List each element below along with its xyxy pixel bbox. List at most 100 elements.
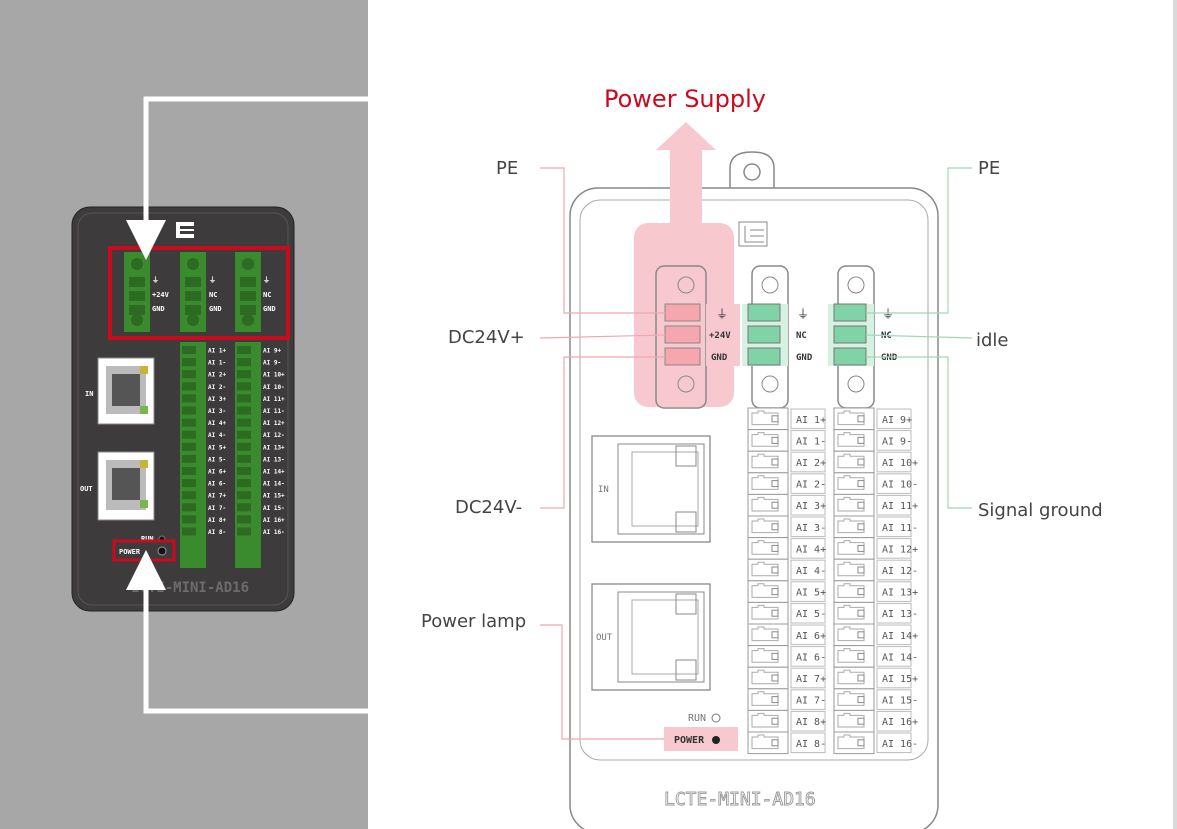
photo-arrow-top [126,96,368,260]
label-port-in: IN [598,485,609,495]
photo-left-ch-label-7: AI 4+ [208,420,226,427]
ai-right-socket-14 [833,688,875,711]
ai-left-socket-1 [747,407,789,431]
callout-dc24v-plus: DC24V+ [448,327,525,348]
ai-right-socket-7 [833,537,875,560]
ai-terminal-block-left: AI 1+AI 1-AI 2+AI 2-AI 3+AI 3-AI 4+AI 4-… [747,407,826,755]
photo-right-ch-label-8: AI 12- [263,432,285,439]
photo-right-ch-label-12: AI 14- [263,481,285,488]
photo-label-run: RUN [141,535,154,543]
ai-right-label-12: AI 14- [882,652,918,663]
ai-left-label-15: AI 8+ [796,717,826,728]
ai-left-label-16: AI 8- [796,739,826,750]
ai-left-label-6: AI 3- [796,523,826,534]
ai-left-socket-4 [747,472,789,495]
photo-right-ch-label-5: AI 11+ [263,396,285,403]
ai-left-label-3: AI 2+ [796,458,826,469]
photo-right-ch-label-15: AI 16+ [263,517,285,524]
ai-right-socket-1 [833,407,875,431]
diagram-title: Power Supply [604,85,766,113]
ai-right-socket-8 [833,558,875,582]
photo-right-ch-label-6: AI 11- [263,408,285,415]
scrollbar-track[interactable] [1173,0,1177,829]
photo-left-ch-label-3: AI 2+ [208,372,226,379]
ai-left-label-11: AI 6+ [796,631,826,642]
ai-right-socket-15 [833,709,875,733]
photo-left-ch-label-1: AI 1+ [208,348,226,355]
ai-right-label-4: AI 10- [882,480,918,491]
photo-left-ch-label-8: AI 4- [208,432,226,439]
svg-text:⏚: ⏚ [797,307,809,321]
svg-text:⏚: ⏚ [209,276,216,284]
photo-highlight-terminals [108,246,290,340]
photo-right-ch-label-1: AI 9+ [263,348,281,355]
ethernet-port-out: OUT [591,583,711,691]
photo-left-ch-label-15: AI 8+ [208,517,226,524]
svg-text:⏚: ⏚ [882,307,894,321]
ai-left-socket-14 [747,688,789,711]
ai-right-socket-6 [833,515,875,539]
ai-right-socket-11 [833,623,875,647]
ai-left-socket-3 [747,450,789,474]
photo-left-ch-label-12: AI 6- [208,481,226,488]
label-run: RUN [688,713,706,724]
callout-dc24v-minus: DC24V- [455,497,522,518]
label-gnd-1: GND [796,353,813,363]
photo-label-out: OUT [80,485,93,493]
svg-text:⏚: ⏚ [152,276,159,284]
label-nc-1: NC [796,331,807,341]
ai-left-label-9: AI 5+ [796,588,826,599]
ai-right-socket-3 [833,450,875,474]
photo-left-ch-label-11: AI 6+ [208,469,226,476]
ai-right-socket-10 [833,601,875,625]
ai-right-label-16: AI 16- [882,739,918,750]
ai-left-socket-9 [747,580,789,603]
photo-label-gnd-2: GND [209,305,222,313]
photo-label-nc-2: NC [263,291,271,299]
photo-connector-right [235,252,261,332]
ai-right-label-11: AI 14+ [882,631,918,642]
photo-right-ch-label-13: AI 15+ [263,493,285,500]
photo-left-ch-label-16: AI 8- [208,529,226,536]
ai-right-socket-9 [833,580,875,603]
photo-left-ch-label-10: AI 5- [208,456,226,463]
power-supply-arrow [656,122,716,226]
photo-left-ch-label-4: AI 2- [208,384,226,391]
photo-right-ch-label-4: AI 10- [263,384,285,391]
ai-right-socket-12 [833,645,875,668]
ai-right-label-8: AI 12- [882,566,918,577]
ai-left-socket-7 [747,537,789,560]
label-gnd-2: GND [881,353,898,363]
ai-right-label-10: AI 13- [882,609,918,620]
photo-label-power: POWER [119,548,141,556]
ai-left-socket-2 [747,429,789,452]
photo-right-channel-labels: AI 9+AI 9-AI 10+AI 10-AI 11+AI 11-AI 12+… [237,344,287,537]
photo-label-gnd: GND [152,305,165,313]
label-power: POWER [674,735,705,746]
photo-connector-power [124,252,150,332]
label-port-out: OUT [596,633,613,643]
ai-right-label-9: AI 13+ [882,588,918,599]
callout-idle: idle [976,330,1009,351]
power-led [712,736,720,744]
ai-right-label-6: AI 11- [882,523,918,534]
photo-label-in: IN [85,390,93,398]
ai-left-socket-15 [747,709,789,733]
ai-left-label-7: AI 4+ [796,544,826,555]
ai-left-socket-13 [747,666,789,690]
label-gnd-power: GND [711,353,728,363]
ai-right-label-5: AI 11+ [882,501,918,512]
ai-right-label-2: AI 9- [882,436,912,447]
diagram-model-label: LCTE-MINI-AD16 [664,789,816,810]
ai-left-socket-10 [747,601,789,625]
photo-right-ch-label-11: AI 14+ [263,469,285,476]
power-lamp-highlight [664,727,738,751]
label-plus24v: +24V [709,331,731,341]
ethernet-port-in: IN [591,435,711,543]
photo-label-nc-1: NC [209,291,217,299]
photo-right-ch-label-9: AI 13+ [263,444,285,451]
ai-right-label-15: AI 16+ [882,717,918,728]
photo-left-ch-label-5: AI 3+ [208,396,226,403]
callout-pe-right: PE [978,158,1000,179]
